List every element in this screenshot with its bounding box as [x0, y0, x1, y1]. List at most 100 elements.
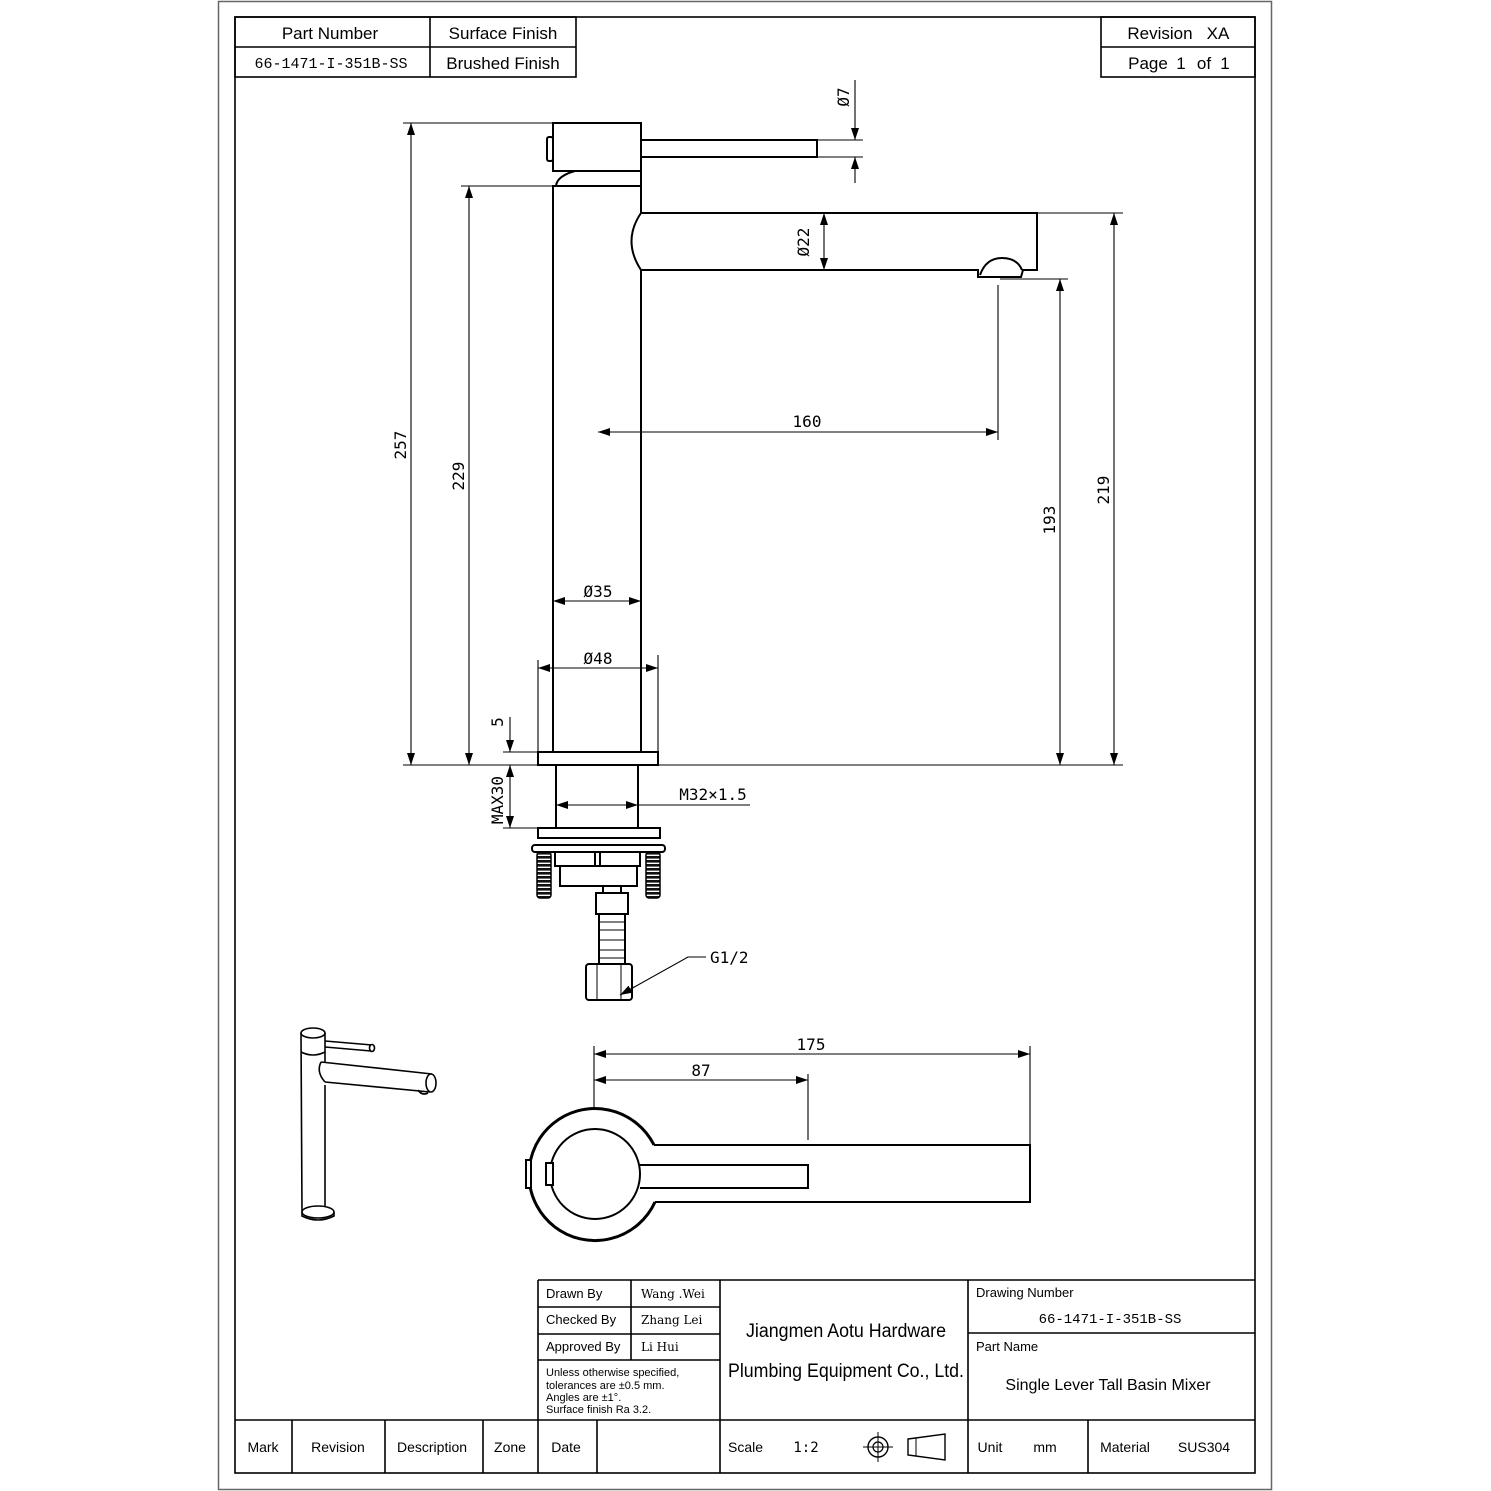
- unit-value: mm: [1033, 1439, 1056, 1455]
- top-view-nub: [545, 1162, 554, 1186]
- shank: [555, 764, 639, 829]
- top-view-lever: [640, 1164, 809, 1189]
- hex-nut: [585, 963, 633, 1001]
- aerator: [979, 256, 1023, 276]
- drawn-by-value: Wang .Wei: [641, 1287, 705, 1301]
- dimension-top-lever-length: 87: [594, 1061, 808, 1084]
- note-line: Angles are ±1°.: [546, 1392, 621, 1404]
- scale-value: 1:2: [793, 1440, 818, 1456]
- mounting-washer: [537, 827, 661, 839]
- bolt-right: [645, 851, 661, 899]
- drawn-by-label: Drawn By: [546, 1286, 603, 1301]
- drawing-number-label: Drawing Number: [976, 1285, 1074, 1300]
- part-name-value: Single Lever Tall Basin Mixer: [1005, 1377, 1211, 1394]
- dimension-spout-height-label: 219: [1094, 476, 1113, 505]
- dimension-top-overall-length: 175: [594, 1035, 1030, 1058]
- handle-collar: [554, 170, 642, 187]
- zone-label: Zone: [494, 1439, 526, 1455]
- page-of: of: [1197, 54, 1211, 73]
- top-view-spout: [654, 1144, 1031, 1203]
- description-label: Description: [397, 1439, 467, 1455]
- mark-label: Mark: [247, 1439, 279, 1455]
- inlet-nut: [595, 892, 629, 915]
- date-label: Date: [551, 1439, 581, 1455]
- revision-row: Mark Revision Description Zone Date Scal…: [247, 1432, 1230, 1462]
- spout-junction: [630, 212, 642, 271]
- dimension-base-thickness: 5: [488, 717, 514, 752]
- top-view-dimensions: 175 87: [593, 1035, 1031, 1145]
- projection-symbol-icon: [863, 1432, 946, 1462]
- dimension-lever-diameter: Ø7: [834, 80, 859, 183]
- handle-nub: [546, 136, 554, 162]
- surface-finish-value: Brushed Finish: [446, 54, 559, 73]
- lever: [640, 139, 818, 158]
- dimension-base-diameter: Ø48: [538, 649, 658, 672]
- dimension-outlet-height: 193: [1040, 279, 1064, 765]
- header-table-left: Part Number Surface Finish 66-1471-I-351…: [234, 16, 577, 78]
- top-view-body-circle: [549, 1128, 641, 1220]
- dimension-outlet-height-label: 193: [1040, 506, 1059, 535]
- dimension-base-diameter-label: Ø48: [584, 649, 613, 668]
- page-current: 1: [1176, 54, 1185, 73]
- header-table-right: Revision XA Page 1 of 1: [1100, 16, 1256, 78]
- checked-by-value: Zhang Lei: [641, 1313, 703, 1327]
- approved-by-label: Approved By: [546, 1339, 621, 1354]
- dimension-inlet-thread: G1/2: [619, 948, 749, 996]
- page-label: Page: [1128, 54, 1168, 73]
- inner-border: [234, 16, 1256, 1474]
- outer-border: [217, 0, 1273, 1491]
- escutcheon-base: [537, 751, 659, 766]
- part-name-label: Part Name: [976, 1339, 1038, 1354]
- part-number-label: Part Number: [282, 24, 379, 43]
- unit-label: Unit: [978, 1439, 1003, 1455]
- page-total: 1: [1220, 54, 1229, 73]
- clamp-nut: [559, 865, 638, 887]
- dimension-shank-thread: M32×1.5: [556, 785, 750, 809]
- inlet-neck: [602, 885, 622, 894]
- revision-label: Revision: [1127, 24, 1192, 43]
- dimension-body-diameter-label: Ø35: [584, 582, 613, 601]
- top-view-handle-stub: [525, 1159, 532, 1189]
- note-line: tolerances are ±0.5 mm.: [546, 1380, 665, 1392]
- part-number-value: 66-1471-I-351B-SS: [254, 56, 407, 73]
- dimension-overall-height: 257: [391, 123, 415, 765]
- dimension-top-lever-length-label: 87: [691, 1061, 710, 1080]
- dimension-spout-diameter: Ø22: [794, 213, 828, 270]
- checked-by-label: Checked By: [546, 1312, 617, 1327]
- clamp-block-left: [554, 851, 596, 867]
- dimension-top-overall-length-label: 175: [797, 1035, 826, 1054]
- front-view-dimensions: 257 229 193 219 160 Ø7 Ø22 Ø35: [391, 80, 1123, 996]
- faucet-body: [552, 185, 1038, 753]
- material-value: SUS304: [1178, 1439, 1230, 1455]
- dimension-body-height: 229: [449, 186, 473, 765]
- handle-cap: [552, 122, 642, 172]
- dimension-max-deck-thickness-label: MAX30: [488, 776, 507, 824]
- clamp-block-right: [599, 851, 641, 867]
- approved-by-value: Li Hui: [641, 1340, 679, 1354]
- surface-finish-label: Surface Finish: [449, 24, 558, 43]
- dimension-body-diameter: Ø35: [553, 582, 641, 605]
- note-line: Surface finish Ra 3.2.: [546, 1404, 651, 1416]
- company-name-line2: Plumbing Equipment Co., Ltd.: [728, 1361, 964, 1382]
- dimension-body-height-label: 229: [449, 462, 468, 491]
- revision-column-label: Revision: [311, 1439, 365, 1455]
- horseshoe-washer: [531, 844, 666, 853]
- dimension-base-thickness-label: 5: [488, 717, 507, 727]
- title-block: Drawn By Wang .Wei Checked By Zhang Lei …: [235, 1279, 1255, 1473]
- dimension-spout-reach: 160: [598, 412, 998, 436]
- perspective-view: [300, 1027, 437, 1221]
- revision-value: XA: [1207, 24, 1230, 43]
- dimension-spout-diameter-label: Ø22: [794, 228, 813, 257]
- dimension-lever-diameter-label: Ø7: [834, 87, 853, 106]
- company-name-line1: Jiangmen Aotu Hardware: [746, 1321, 946, 1342]
- dimension-overall-height-label: 257: [391, 431, 410, 460]
- front-view: [531, 122, 1038, 1001]
- dimension-inlet-thread-label: G1/2: [710, 948, 749, 967]
- top-view: [525, 1107, 1031, 1243]
- dimension-shank-thread-label: M32×1.5: [679, 785, 746, 804]
- drawing-number-value: 66-1471-I-351B-SS: [1039, 1312, 1182, 1328]
- bolt-left: [536, 851, 552, 899]
- dimension-spout-height: 219: [1094, 213, 1118, 765]
- hose-ridges: [599, 921, 625, 959]
